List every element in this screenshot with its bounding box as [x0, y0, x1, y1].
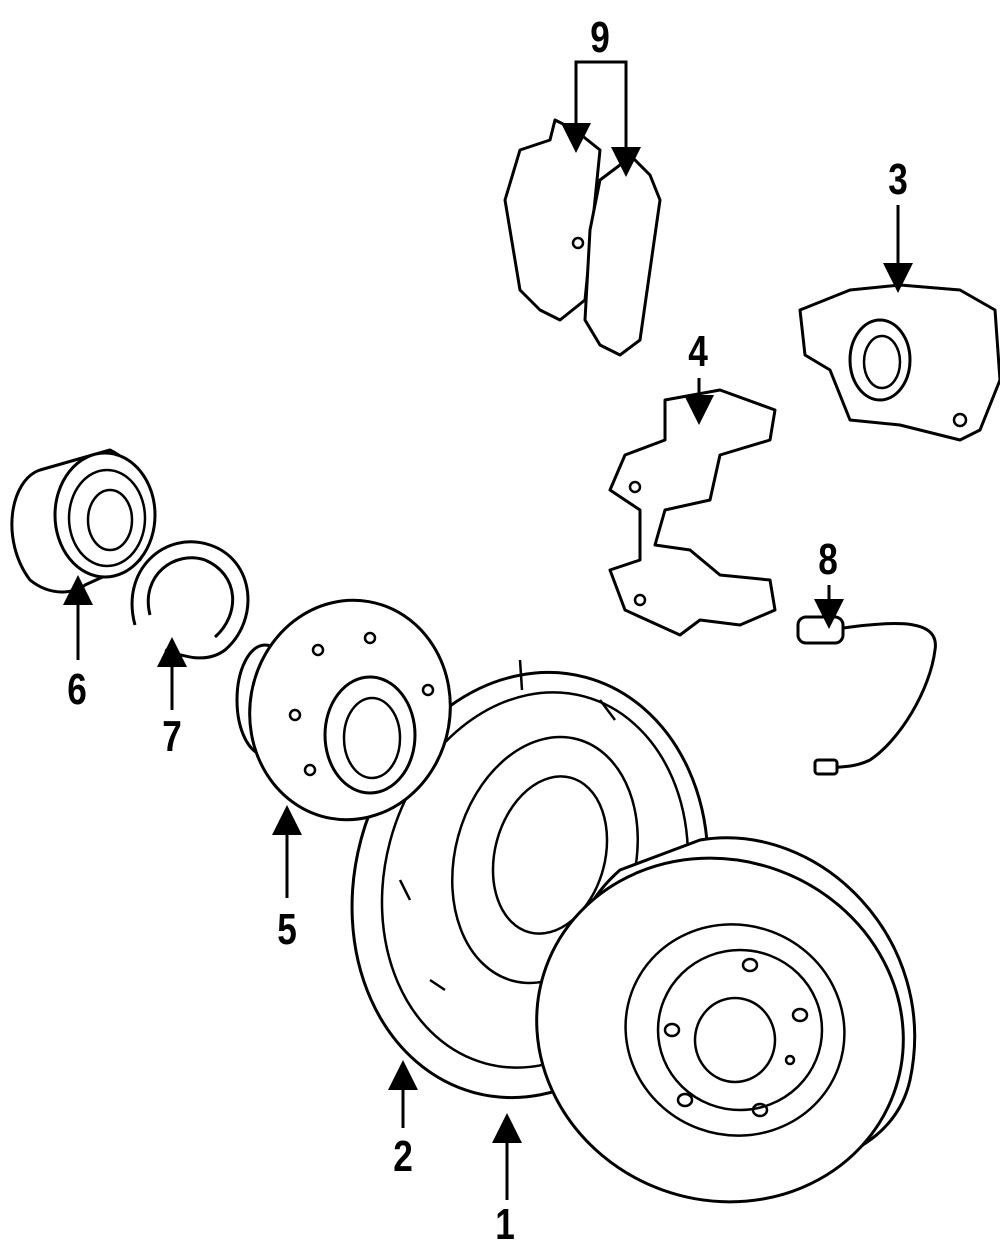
leader-lines [63, 60, 913, 1200]
part-7-snap-ring[interactable] [130, 540, 250, 660]
part-1-brake-rotor[interactable] [488, 807, 952, 1253]
part-8-wear-sensor[interactable] [796, 615, 937, 776]
part-3-brake-caliper[interactable] [798, 283, 1000, 442]
leader-9-bracket [574, 60, 628, 160]
part-5-wheel-hub[interactable] [232, 584, 467, 835]
callout-1: 1 [495, 1200, 515, 1249]
part-9-brake-pads[interactable] [503, 118, 662, 357]
part-6-wheel-bearing[interactable] [10, 448, 157, 594]
callout-4: 4 [688, 327, 708, 376]
callout-2: 2 [393, 1132, 413, 1181]
callout-9: 9 [590, 13, 610, 62]
callout-3: 3 [888, 155, 908, 204]
callout-8: 8 [818, 535, 838, 584]
callout-6: 6 [67, 665, 87, 714]
callout-5: 5 [277, 905, 297, 954]
callout-7: 7 [162, 712, 182, 761]
part-4-caliper-bracket[interactable] [608, 388, 777, 637]
